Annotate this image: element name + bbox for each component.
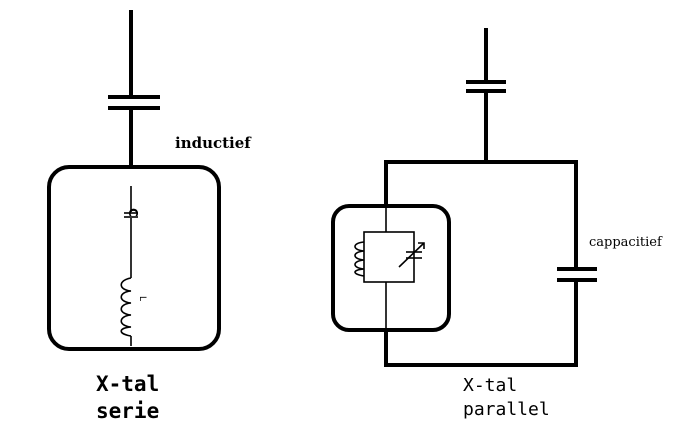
parallel-crystal-box xyxy=(331,204,451,332)
tank-circuit xyxy=(354,208,425,328)
tank-inductor-coil xyxy=(354,241,365,277)
parallel-capacitor xyxy=(557,267,597,282)
series-circuit xyxy=(47,10,221,351)
series-equivalent-branch xyxy=(120,186,138,346)
inductor-letter: L xyxy=(137,296,147,302)
capacitive-label: cappacitief xyxy=(589,235,662,250)
series-caption-line2: serie xyxy=(96,399,160,423)
parallel-coupling-capacitor xyxy=(466,80,506,93)
series-caption-line1: X-tal xyxy=(96,372,160,396)
inductive-label: inductief xyxy=(175,134,251,152)
parallel-circuit xyxy=(331,28,597,367)
tank-variable-arrow xyxy=(398,242,425,268)
capacitor-letter: C xyxy=(126,208,140,217)
series-crystal-box xyxy=(47,165,221,351)
parallel-caption-line1: X-tal xyxy=(463,375,518,396)
parallel-caption-line2: parallel xyxy=(463,399,550,420)
series-inductor-coil xyxy=(120,277,132,337)
series-coupling-capacitor xyxy=(108,95,160,110)
